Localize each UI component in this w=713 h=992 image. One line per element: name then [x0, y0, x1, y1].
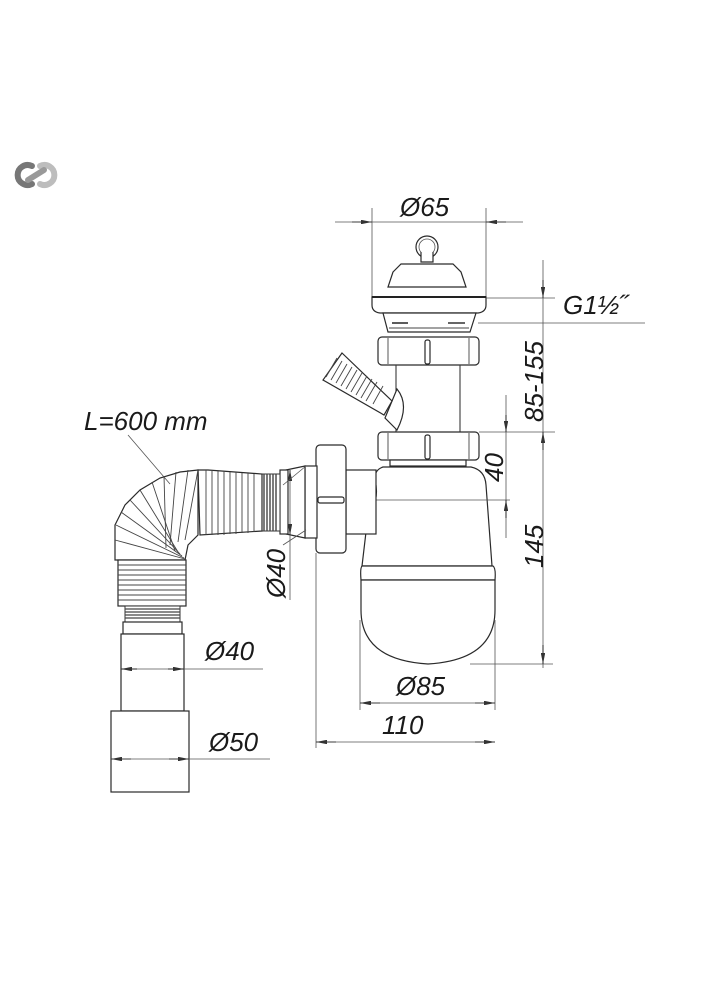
extension-tube	[395, 365, 461, 432]
dimension-top-diameter: Ø65	[335, 192, 523, 298]
dim-text-145: 145	[519, 524, 549, 568]
siphon-bowl	[360, 565, 496, 665]
dimension-hose-end-50: Ø50	[111, 727, 270, 762]
link-icon	[14, 162, 58, 188]
dimension-hose-end-40: Ø40	[121, 636, 263, 672]
logo	[10, 158, 62, 192]
dim-text-hose-length: L=600 mm	[84, 406, 208, 436]
dimension-connection-diameter: Ø40	[261, 465, 307, 600]
hose-end-fitting	[110, 633, 190, 793]
dim-text-thread: G1½˝	[563, 290, 630, 320]
dim-text-85: Ø85	[395, 671, 446, 701]
dim-text-connection-40: Ø40	[261, 548, 291, 599]
dimension-bottom: Ø85 110	[315, 553, 496, 748]
dimension-right-vertical: G1½˝ 85-155 40 145	[470, 260, 645, 668]
dim-text-65: Ø65	[399, 192, 450, 222]
dim-text-40: 40	[479, 453, 509, 482]
upper-nut	[377, 336, 480, 366]
drain-flange	[371, 296, 487, 333]
plug-stopper	[387, 235, 467, 288]
dim-text-height-range: 85-155	[519, 341, 549, 422]
corrugated-hose	[114, 469, 281, 635]
lower-nut	[377, 431, 480, 467]
hose-length-label: L=600 mm	[84, 406, 208, 485]
side-inlet-nozzle	[322, 352, 405, 432]
outlet-union	[279, 444, 377, 554]
dim-text-110: 110	[382, 710, 424, 740]
dim-text-end-40: Ø40	[204, 636, 255, 666]
dim-text-end-50: Ø50	[208, 727, 259, 757]
